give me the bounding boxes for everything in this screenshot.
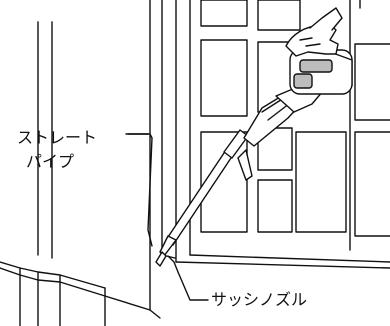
leader-lines: [125, 133, 209, 301]
hand: [285, 7, 343, 57]
window-sash: [175, 0, 390, 269]
sash-nozzle-label: サッシノズル: [211, 290, 308, 309]
straight-pipe-label-line2: パイプ: [26, 152, 75, 171]
straight-pipe: [165, 129, 253, 246]
sash-nozzle: [155, 235, 177, 267]
straight-pipe-label-line1: ストレート: [17, 128, 98, 147]
door-frame: [149, 0, 176, 319]
wall-panel: [0, 21, 151, 326]
